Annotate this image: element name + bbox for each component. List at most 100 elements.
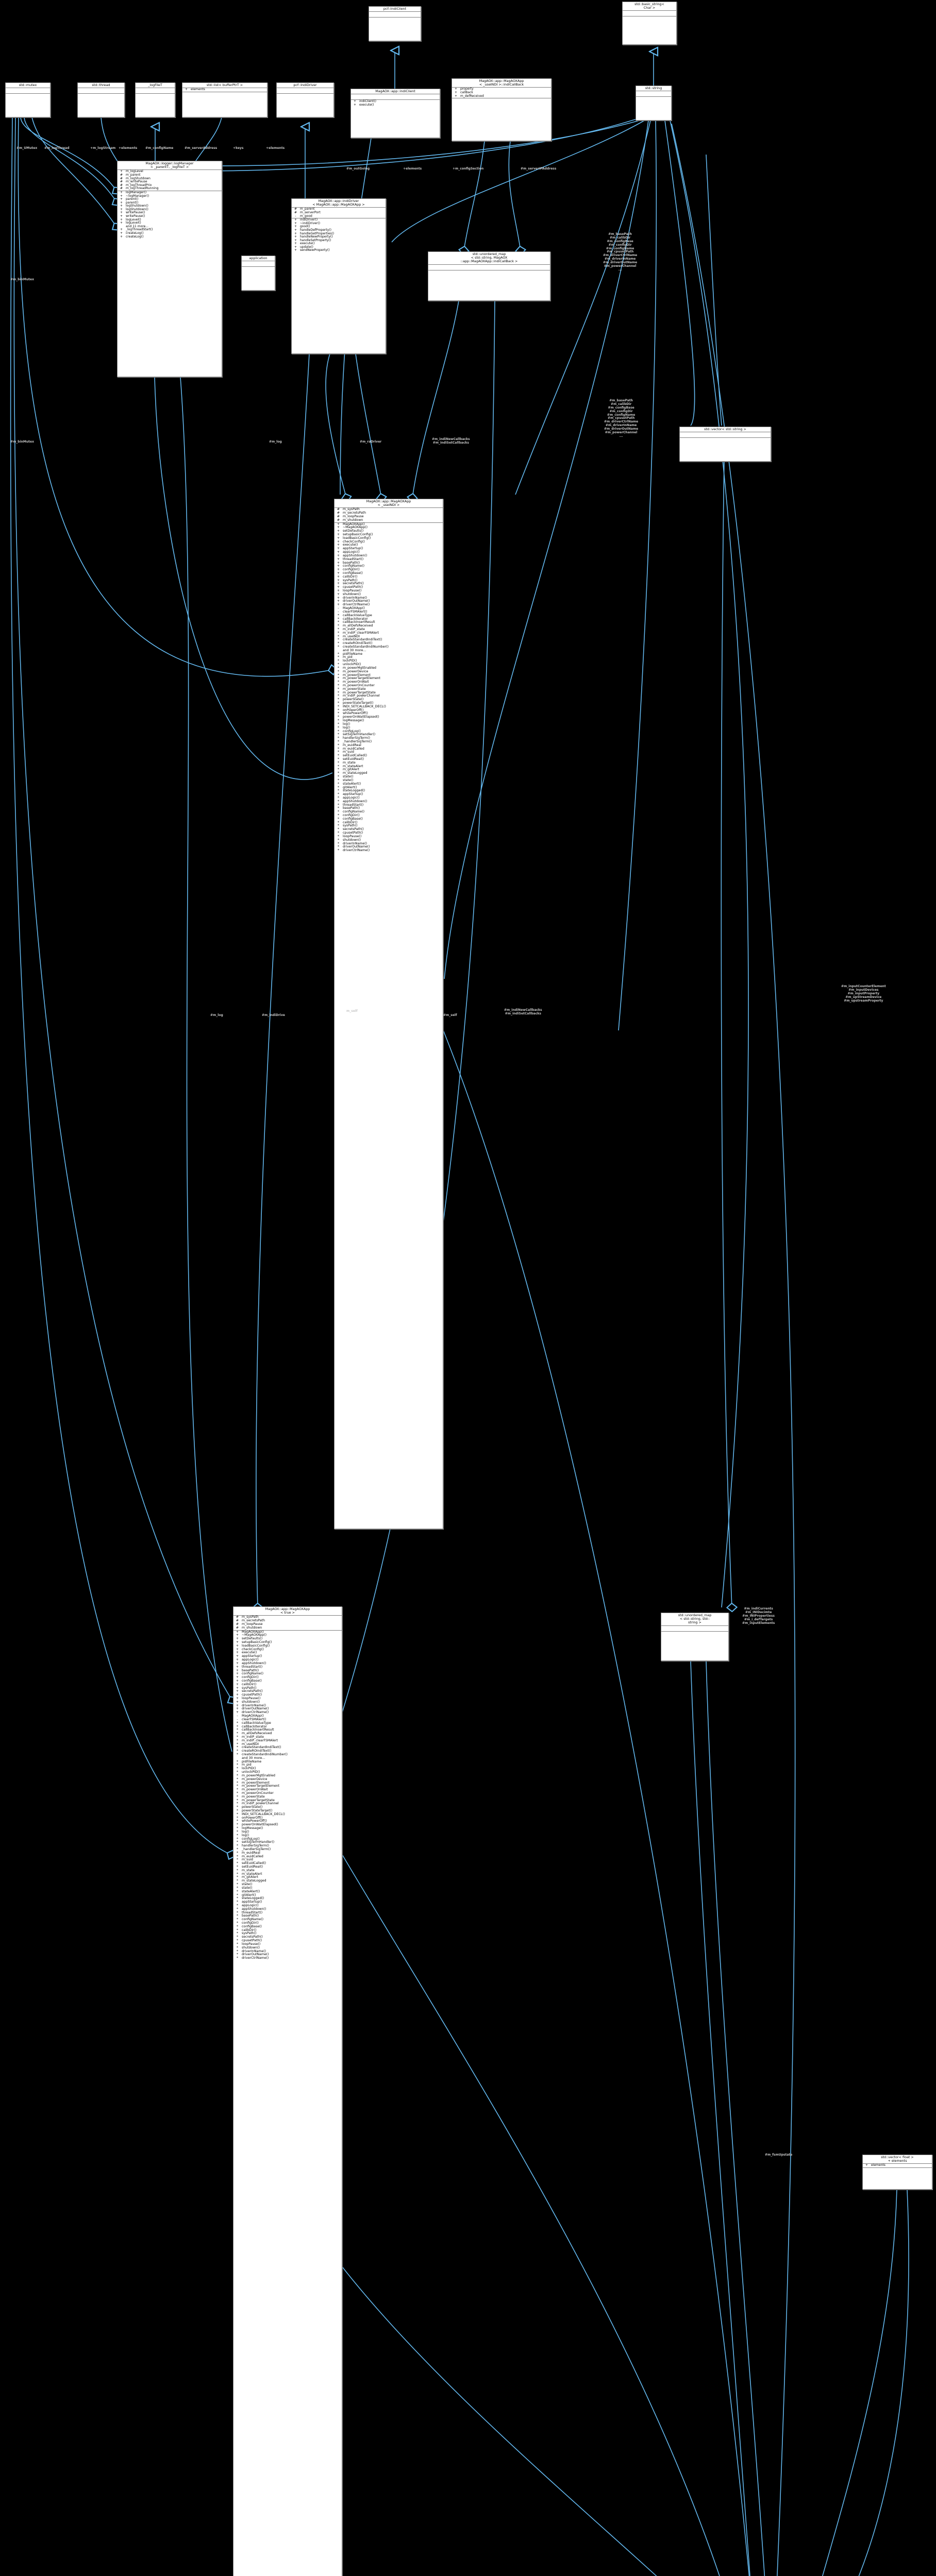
member-name: m_shutdown <box>242 1625 262 1630</box>
member-name: m_powerTargetElement <box>242 1784 280 1788</box>
class-node-title-line: MagAOX::app::MagAOXApp <box>366 499 411 503</box>
member-visibility: + <box>337 547 340 551</box>
member-name: whilePowerOff() <box>242 1819 267 1823</box>
class-attributes-section <box>661 1626 728 1632</box>
class-member-row: *setSigTermHandler() <box>233 1841 342 1844</box>
class-member-row: *setEuidReal() <box>335 757 443 761</box>
class-node-unordered_map_indicallback[interactable]: std::unordered_map< std::string, MagAOX:… <box>428 251 550 301</box>
class-member-row: +handleDefProperty() <box>292 228 386 232</box>
class-member-row: *createStandardIndiNumber() <box>233 1753 342 1757</box>
member-name: powerOnWaitElapsed() <box>343 715 379 719</box>
member-name: gitAlert() <box>343 785 357 789</box>
class-node-title-line: Char > <box>643 6 656 10</box>
member-name: parent() <box>126 197 139 201</box>
class-member-row: +secretsPath() <box>233 1690 342 1693</box>
member-visibility: + <box>865 2163 868 2167</box>
class-node-title-line: MagAOX::app::indiDriver <box>318 199 359 203</box>
member-visibility: + <box>337 561 340 565</box>
member-name: threadStart() <box>242 1665 263 1669</box>
member-name: driverOutName() <box>343 599 370 603</box>
member-name: appStartup() <box>242 1654 262 1658</box>
class-attributes-section: +elements <box>182 88 267 92</box>
member-name: setSigTermHandler() <box>343 733 376 737</box>
class-member-row: #m_secretsPath <box>335 511 443 515</box>
member-name: powerStateTarget() <box>343 701 374 705</box>
member-name: loadBasicConfig() <box>343 536 371 540</box>
member-name: driverCtrlName() <box>242 1956 269 1960</box>
member-name: powerState() <box>242 1805 263 1809</box>
member-visibility: + <box>236 1665 239 1669</box>
member-visibility: + <box>120 204 123 208</box>
class-node-title-line: std::basic_string< <box>634 2 664 6</box>
member-name: appStartup() <box>242 1900 262 1904</box>
member-name: setupBasicConfig() <box>343 533 373 537</box>
member-visibility: * <box>236 1865 239 1869</box>
member-name: driverInName() <box>242 1703 266 1707</box>
class-node-magaoxapp_useindi[interactable]: MagAOX::app::MagAOXApp< _useINDI >#m_sys… <box>334 499 443 1529</box>
class-member-row: *m_state <box>233 1869 342 1873</box>
member-visibility: * <box>236 1924 239 1928</box>
member-visibility: * <box>236 1826 239 1831</box>
member-visibility: + <box>337 596 340 600</box>
edge-label: #m_indiCurrents #m_INIDecimte #m_INIProp… <box>742 1607 775 1625</box>
member-visibility: * <box>337 768 340 772</box>
member-name: sysPath() <box>343 824 358 828</box>
class-member-row: *pidFileName <box>335 652 443 656</box>
class-member-row: +update() <box>292 245 386 249</box>
member-visibility: * <box>236 1956 239 1960</box>
class-node-title-line: < std::string, std:: <box>679 1617 710 1621</box>
member-name: m_indiP_state <box>242 1735 264 1739</box>
member-visibility: + <box>236 1668 239 1672</box>
class-node-std_basic_string[interactable]: std::basic_string<Char > <box>622 2 677 45</box>
class-member-row: *basePath() <box>233 1914 342 1918</box>
class-node-unordered_map_string[interactable]: std::unordered_map< std::string, std::st… <box>661 1613 729 1661</box>
class-methods-section <box>78 94 124 99</box>
class-methods-section <box>6 94 50 99</box>
class-node-logfilet[interactable]: _logFileT <box>135 82 175 117</box>
member-name: createROIndiText() <box>242 1749 272 1753</box>
class-node-title-line: MagAOX::logger::logManager <box>145 161 194 165</box>
member-name: driverOutName() <box>242 1953 269 1957</box>
class-node-title: std::unordered_map< std::string, MagAOX:… <box>428 252 550 265</box>
member-visibility: * <box>337 757 340 761</box>
member-name: setEuidReal() <box>242 1865 263 1869</box>
member-name: state() <box>242 1883 253 1887</box>
class-member-row: *appShutdown() <box>335 800 443 804</box>
class-member-row: *log() <box>335 722 443 726</box>
member-name: m_indiP_clearFSMAlert <box>242 1738 278 1742</box>
member-name: parent() <box>126 200 139 205</box>
class-member-row: #m_sysPath <box>335 508 443 512</box>
class-node-pcf_indiclient[interactable]: pcf::IndiClient <box>369 6 421 41</box>
class-member-row: +m_logLevel <box>118 170 222 174</box>
class-node-std_list_bufferptr[interactable]: std::list< bufferPtrT >+elements <box>182 82 268 117</box>
member-name: MagAOXApp() <box>242 1630 264 1634</box>
class-node-magaoxapp_base[interactable]: MagAOX::app::MagAOXApp< true >#m_sysPath… <box>233 1606 342 2576</box>
class-node-application[interactable]: application <box>241 256 275 291</box>
class-node-indicallback[interactable]: MagAOX::app::MagAOXApp< _useINDI >::indi… <box>452 78 551 141</box>
class-node-pcf_indidriver[interactable]: pcf::IndiDriver <box>276 82 334 117</box>
class-node-std_mutex[interactable]: std::mutex <box>5 82 51 117</box>
member-visibility: + <box>236 1693 239 1697</box>
member-visibility: * <box>337 652 340 656</box>
member-name: shutdown() <box>242 1945 260 1950</box>
member-visibility: * <box>236 1851 239 1855</box>
class-member-row: #m_shutdown <box>233 1626 342 1630</box>
member-name: onPowerOff() <box>242 1816 263 1820</box>
member-name: logShutdown() <box>126 207 148 211</box>
class-node-std_vector_string[interactable]: std::vector< std::string > <box>679 427 771 462</box>
class-member-row: *m_powerOnCounter <box>233 1791 342 1795</box>
member-visibility: * <box>337 634 340 638</box>
class-member-row: +parent() <box>118 197 222 201</box>
edge-label: +elements <box>266 146 285 150</box>
class-node-logmanager[interactable]: MagAOX::logger::logManager< _parentT, _l… <box>117 161 222 377</box>
class-node-magaox_indiclient[interactable]: MagAOX::app::indiClient+indiClient()+exe… <box>350 89 440 138</box>
class-node-title: MagAOX::logger::logManager< _parentT, _l… <box>118 161 222 171</box>
class-node-indidriver[interactable]: MagAOX::app::indiDriver< MagAOX::app::Ma… <box>291 198 386 354</box>
class-member-row: *driverOutName() <box>335 845 443 849</box>
member-name: loopPause() <box>343 589 362 593</box>
class-member-row: *loopPause() <box>335 835 443 839</box>
member-name: logLevel() <box>126 221 141 225</box>
class-node-std_vector_float[interactable]: std::vector< float >+ elements+elements <box>862 2155 932 2190</box>
class-node-std_string[interactable]: std::string <box>636 86 672 121</box>
class-node-std_thread[interactable]: std::thread <box>77 82 125 117</box>
